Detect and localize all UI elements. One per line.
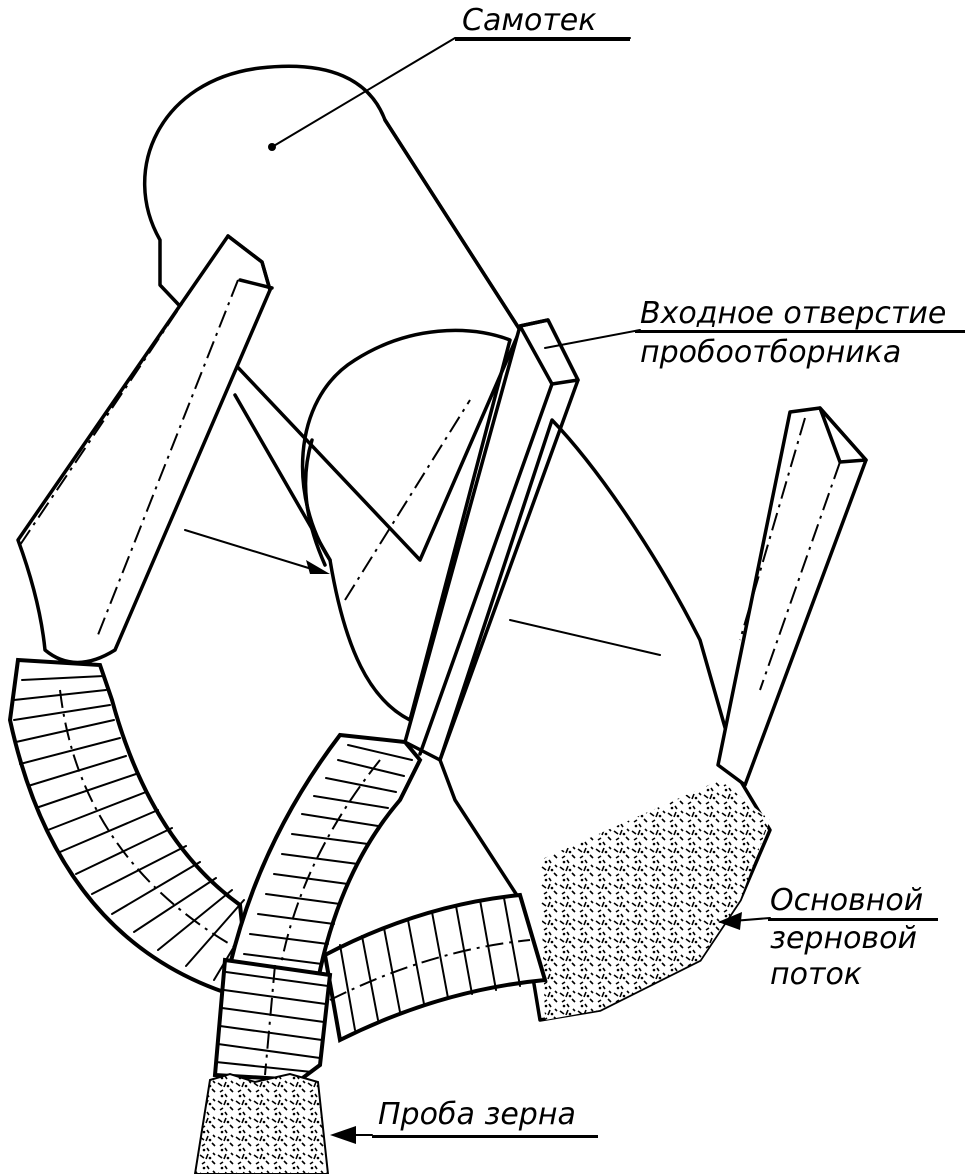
main-flow-hose — [325, 895, 545, 1040]
underline — [455, 38, 630, 41]
underline — [372, 1135, 598, 1138]
label-main-flow-line1: Основной — [770, 884, 923, 918]
label-grain-sample: Проба зерна — [378, 1098, 576, 1132]
outlet-hose — [215, 960, 330, 1080]
label-inlet-line1: Входное отверстие — [640, 297, 946, 331]
arrow-head — [330, 1126, 356, 1144]
label-main-flow-line2: зерновой — [770, 922, 917, 956]
underline — [635, 330, 965, 333]
grain-sample-pile — [195, 1074, 328, 1174]
left-cutter-blade — [18, 236, 272, 663]
arrow-head — [306, 560, 330, 574]
label-gravity-chute: Самотек — [462, 4, 596, 38]
label-inlet-line2: пробоотборника — [640, 336, 901, 370]
label-main-flow-line3: поток — [770, 958, 862, 992]
left-corrugated-hose — [10, 660, 250, 1000]
right-cutter-blade — [718, 408, 866, 785]
